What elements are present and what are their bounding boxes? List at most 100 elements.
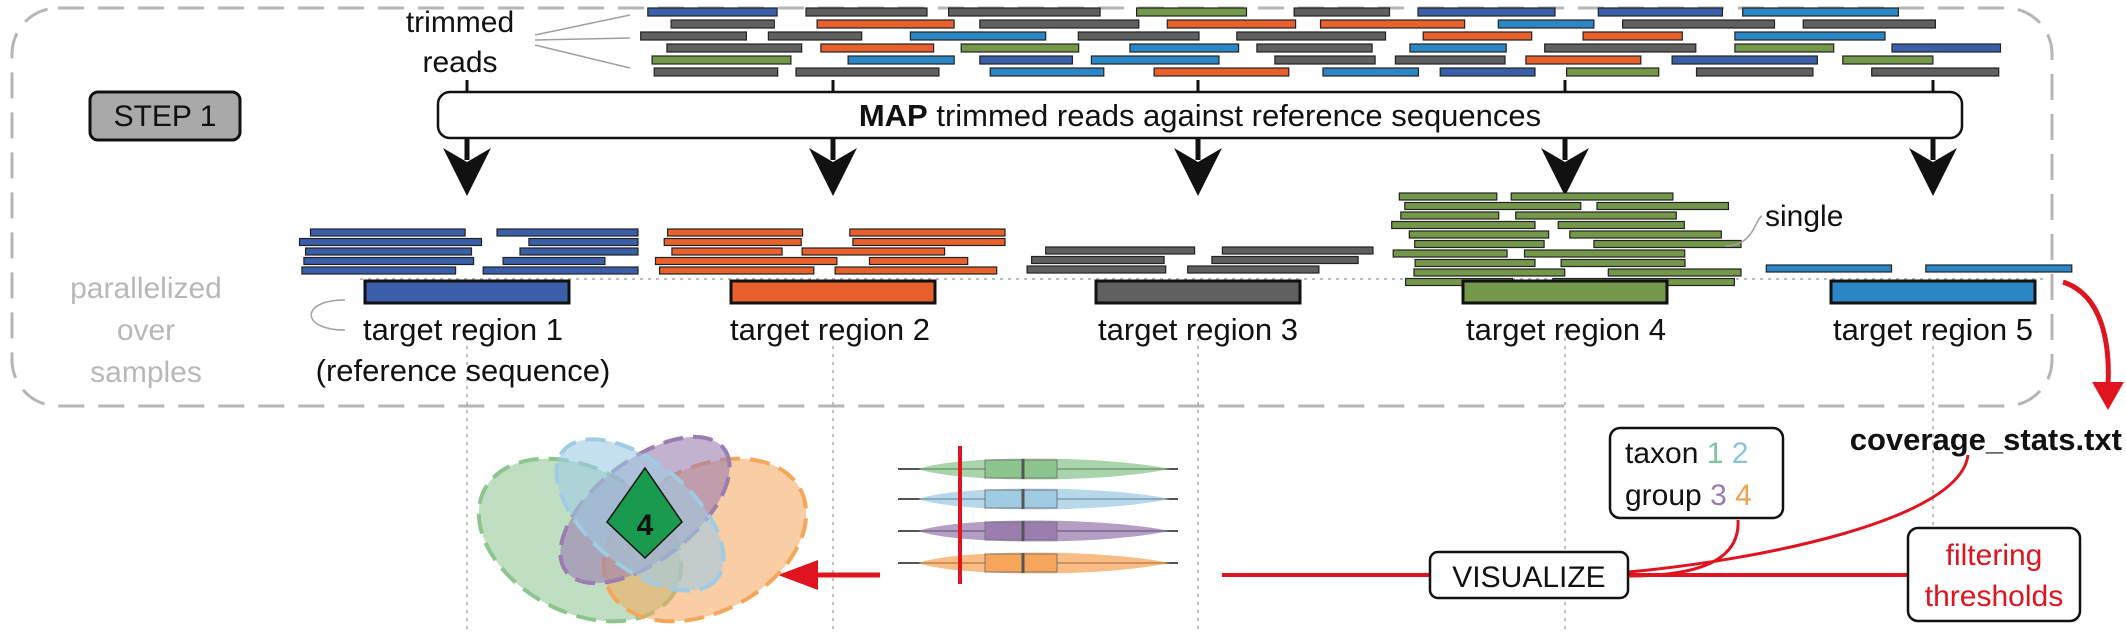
coverage-stats-file: coverage_stats.txt [1850, 422, 2122, 457]
trimmed-read [1153, 67, 1290, 77]
trimmed-read [670, 19, 775, 29]
curved-arrow-head-icon [2092, 382, 2124, 410]
trimmed-read [1565, 67, 1660, 77]
reads-pointer-lines [534, 14, 631, 69]
mapped-read [1414, 258, 1536, 268]
target-region-bar [1094, 279, 1302, 305]
down-arrow-icon [1909, 148, 1957, 196]
trimmed-reads-label-line1: trimmed [406, 6, 514, 39]
mapped-read [666, 228, 804, 237]
trimmed-read [1256, 43, 1373, 53]
trimmed-read [805, 7, 928, 17]
trimmed-read [820, 43, 935, 53]
taxon-row: taxon 1 2 [1625, 437, 1748, 470]
trimmed-read [1497, 19, 1595, 29]
mapped-read [1045, 246, 1196, 255]
mapped-read [1560, 258, 1686, 268]
trimmed-read [1734, 43, 1835, 53]
trimmed-read [1293, 7, 1391, 17]
violin-box [984, 553, 1058, 573]
trimmed-read [1871, 67, 2000, 77]
trimmed-read [651, 55, 792, 65]
taxon-connector [1627, 519, 1740, 578]
trimmed-read [1734, 31, 1886, 41]
trimmed-read [1621, 19, 1776, 29]
target-region-bar [363, 279, 571, 305]
trimmed-read [979, 55, 1073, 65]
taxon-word: taxon [1625, 437, 1698, 470]
trimmed-read [767, 31, 863, 41]
visualize-label: VISUALIZE [1452, 561, 1605, 594]
mapped-read [303, 256, 475, 266]
step-badge-label: STEP 1 [114, 100, 217, 133]
parallelized-label-line1: parallelized [70, 272, 222, 305]
mapped-read [1596, 201, 1729, 211]
trimmed-read [1090, 55, 1220, 65]
mapped-read [1400, 211, 1500, 220]
trimmed-read [640, 31, 748, 41]
trimmed-read [1544, 43, 1697, 53]
trimmed-read [1695, 67, 1814, 77]
trimmed-read [1274, 55, 1376, 65]
region-4-label: target region 4 [1466, 312, 1666, 347]
map-banner [436, 90, 1964, 140]
trimmed-read [1671, 55, 1818, 65]
mapped-read [663, 237, 802, 247]
trimmed-read [1394, 55, 1506, 65]
mapped-read [1523, 249, 1686, 258]
parallelized-label-line3: samples [90, 356, 202, 389]
map-rest: trimmed reads against reference sequence… [928, 98, 1541, 133]
mapped-read [1765, 264, 1893, 273]
trimmed-read [1322, 67, 1420, 77]
filtering-thresholds-box [1906, 526, 2082, 623]
down-arrow-icon [809, 148, 857, 196]
mapped-read [1221, 246, 1374, 255]
mapped-read [1030, 255, 1165, 265]
trimmed-read [1525, 55, 1642, 65]
region-3-label: target region 3 [1098, 312, 1298, 347]
trimmed-read [847, 55, 955, 65]
trimmed-reads-label-line2: reads [422, 46, 497, 79]
mapped-read [298, 237, 483, 247]
trimmed-read [1166, 19, 1297, 29]
trimmed-read [795, 67, 940, 77]
mapped-read [1398, 192, 1498, 201]
region-1-label: target region 1 [363, 312, 563, 347]
step-badge [88, 90, 242, 142]
venn-center-region [606, 466, 683, 560]
trimmed-read [1129, 43, 1240, 53]
mapped-read [1515, 211, 1677, 220]
down-arrow-icon [443, 148, 491, 196]
left-arrow-icon [778, 560, 818, 590]
trimmed-read [909, 31, 1047, 41]
mapped-read [654, 256, 838, 266]
trimmed-read [1409, 43, 1507, 53]
mapped-read [658, 266, 815, 275]
target-region-bar [1461, 279, 1669, 305]
mapped-read [528, 237, 639, 247]
mapped-read [671, 247, 783, 256]
trimmed-read [1236, 31, 1387, 41]
trimmed-read [1417, 7, 1556, 17]
violin-plot [898, 446, 1178, 584]
mapped-read [1569, 230, 1722, 239]
trimmed-read [1582, 31, 1683, 41]
mapped-read [1408, 230, 1550, 239]
mapped-read [1607, 268, 1742, 277]
venn-diagram: 4 [476, 434, 809, 624]
map-banner-text: MAP trimmed reads against reference sequ… [859, 98, 1541, 133]
mapped-read [1510, 192, 1674, 201]
mapped-read [1026, 265, 1167, 274]
mapped-read [519, 247, 639, 256]
mapped-read [868, 256, 969, 266]
down-arrows [443, 80, 1957, 196]
venn-center-label: 4 [637, 509, 654, 542]
parallelized-label-line2: over [117, 314, 175, 347]
mapped-read [1593, 239, 1742, 249]
region-5-label: target region 5 [1833, 312, 2033, 347]
group-word: group [1625, 479, 1702, 512]
trimmed-read [989, 67, 1105, 77]
mapped-read [1211, 255, 1359, 265]
map-bold: MAP [859, 98, 928, 133]
trimmed-read [960, 43, 1080, 53]
